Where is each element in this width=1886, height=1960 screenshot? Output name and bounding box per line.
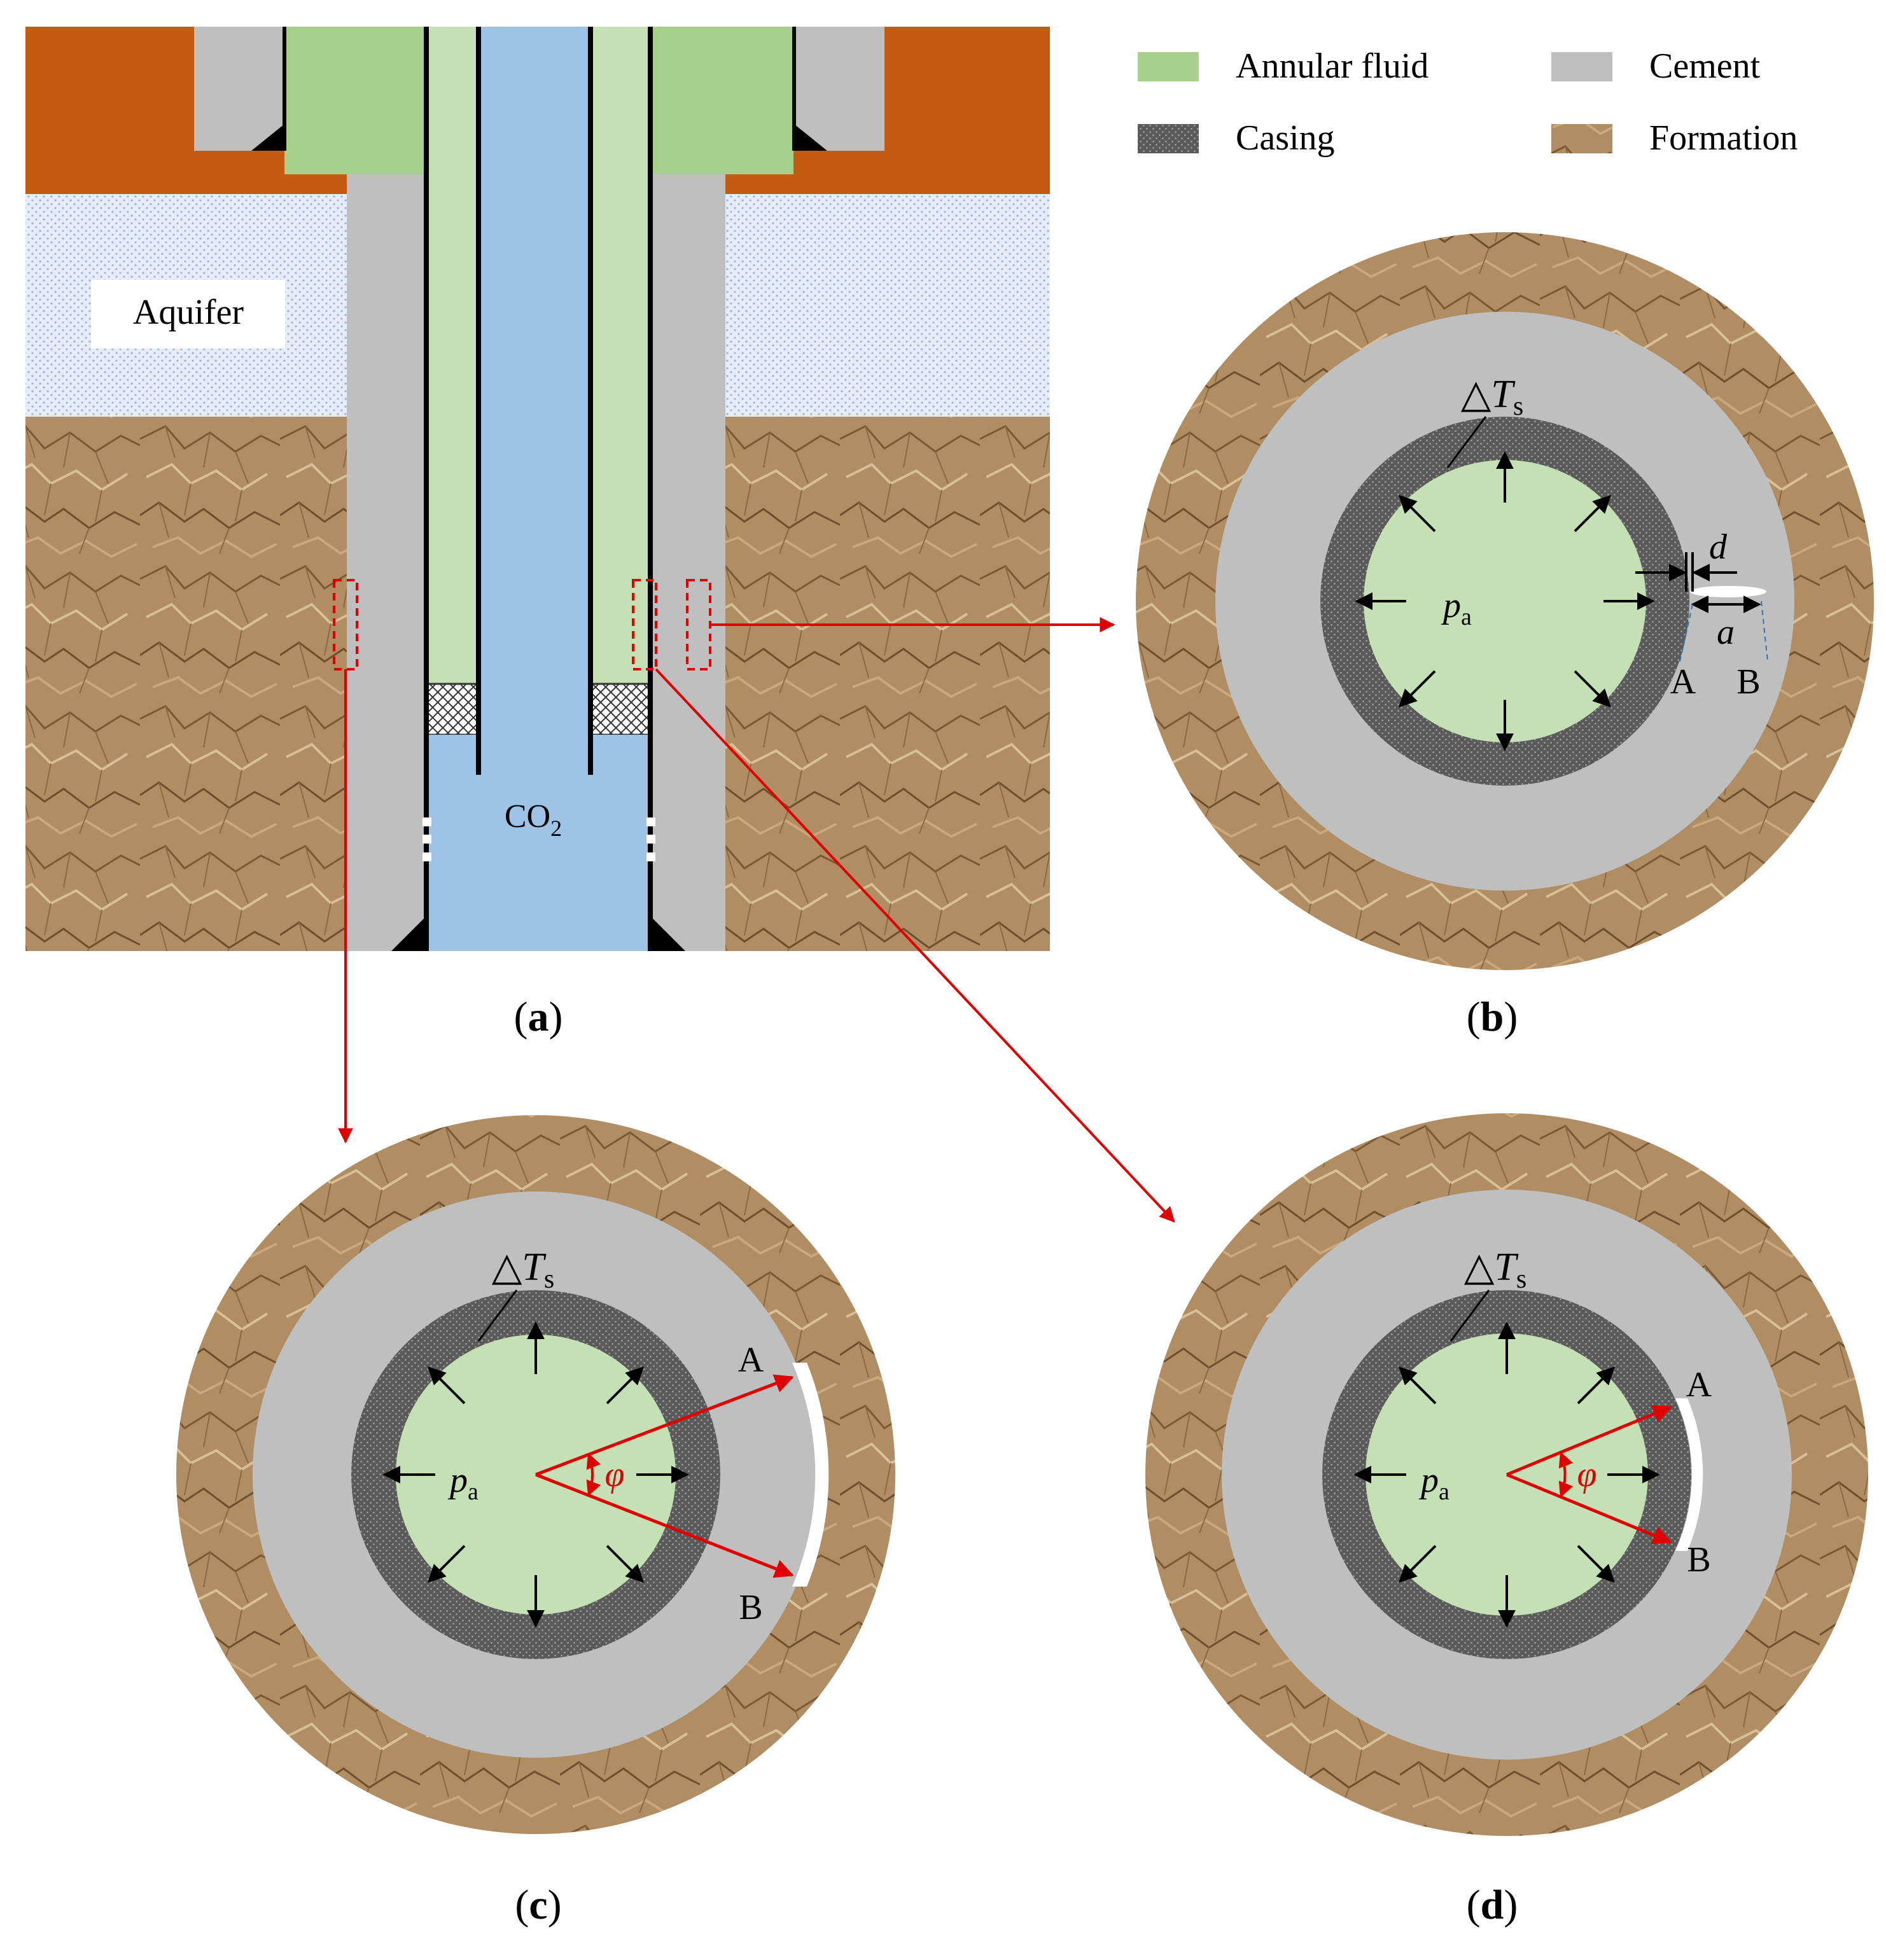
legend-label-annular-fluid: Annular fluid [1236,46,1428,86]
point-B: B [1687,1540,1710,1580]
gap-dimension-d: d [1635,527,1737,592]
packer-right [590,683,650,736]
point-A: A [1686,1365,1712,1405]
pressure-arrows [382,1321,689,1628]
shoe-bottom-left [391,916,426,951]
caption-d: (d) [1467,1882,1518,1928]
arrow-to-d [655,668,1175,1223]
legend-swatch-formation [1551,124,1612,153]
point-A: A [738,1340,764,1380]
ray-B [535,1473,794,1578]
legend-label-cement: Cement [1649,46,1761,86]
phi-label: φ [605,1455,625,1494]
cross-section-d: △Ts pa φ A B [1145,1113,1868,1836]
leader-line [1449,1289,1490,1342]
caption-a: (a) [514,994,563,1040]
crack [1690,586,1766,597]
ray-A [1506,1405,1672,1477]
wellhead-cement-right [794,27,884,151]
d-label: d [1709,527,1728,567]
shoe-top-right [794,124,827,151]
caption-b: (b) [1467,994,1518,1040]
shoe-top-left [251,124,284,151]
delta-Ts-label: △Ts [1461,373,1524,421]
packer-left [425,683,478,736]
pa-label: pa [447,1461,478,1505]
a-label: a [1717,613,1735,652]
cross-section-c: △Ts pa φ A B [176,1115,895,1834]
crack-length-a: a [1679,595,1768,662]
pressure-arrows [1353,1321,1660,1628]
legend-swatch-casing [1138,124,1199,153]
point-A: A [1670,662,1696,702]
wellhead-cement-left [194,27,284,151]
aquifer-label: Aquifer [133,293,244,332]
pressure-arrows [1355,451,1655,751]
well-schematic: Aquifer CO2 [25,27,1050,951]
legend-label-casing: Casing [1236,118,1335,158]
shoe-bottom-right [650,916,685,951]
angle-arc [1558,1451,1574,1498]
perforations [423,817,655,861]
pa-label: pa [1441,586,1472,630]
legend-swatch-cement [1551,52,1612,81]
delta-Ts-label: △Ts [492,1246,555,1294]
cross-section-b: △Ts pa d a A B [1136,232,1874,970]
ray-A [535,1374,794,1477]
aquifer-label-box [91,280,285,349]
legend: Annular fluid Cement Casing Formation [1138,46,1798,158]
window-c [333,579,358,671]
co2-label: CO2 [505,798,562,841]
ray-B [1506,1473,1672,1545]
point-B: B [1736,662,1760,702]
pa-label: pa [1418,1461,1449,1505]
leader-line [1446,416,1487,468]
connector-arrows [338,617,1175,1223]
point-B: B [739,1588,762,1627]
phi-label: φ [1577,1455,1597,1494]
interface-gap [1675,1398,1703,1551]
legend-label-formation: Formation [1649,118,1798,158]
interface-gap [792,1363,829,1587]
caption-c: (c) [515,1882,561,1928]
co2-zone [426,735,650,951]
delta-Ts-label: △Ts [1464,1246,1527,1294]
window-d [632,579,657,671]
legend-swatch-annular-fluid [1138,52,1199,81]
angle-arc [586,1452,601,1497]
leader-line [477,1289,518,1342]
